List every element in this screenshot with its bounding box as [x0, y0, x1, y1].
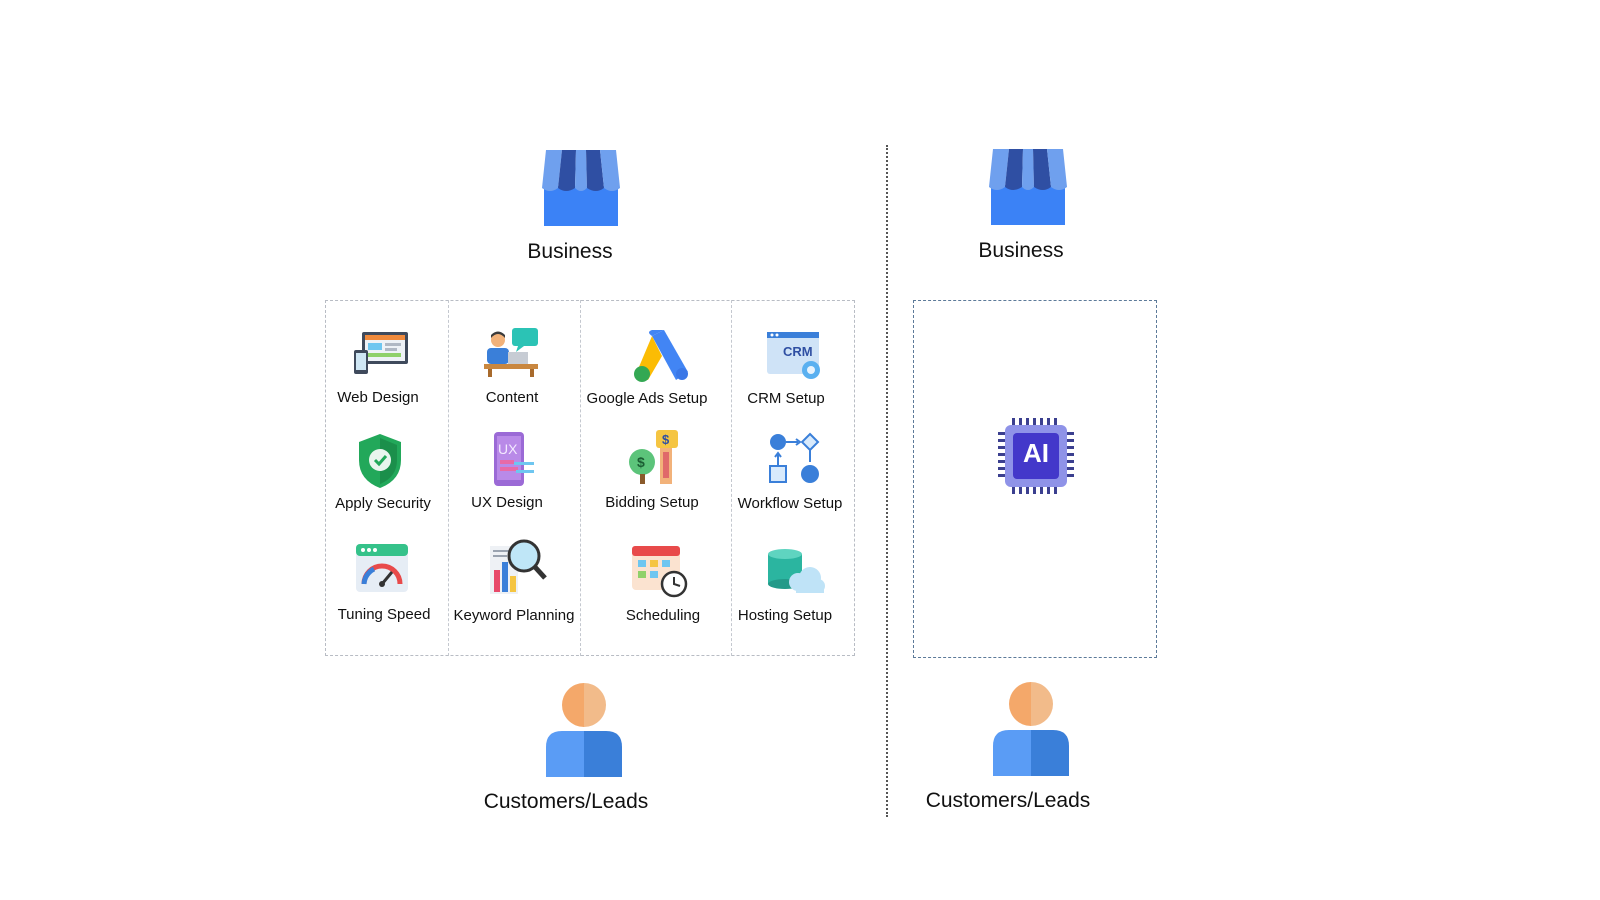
security-shield-icon — [359, 434, 401, 488]
content-writer-icon — [484, 328, 538, 377]
ai-chip-text: AI — [1023, 438, 1049, 468]
google-ads-icon — [634, 330, 688, 382]
services-grid — [325, 300, 855, 656]
grid-column-divider — [580, 300, 581, 656]
web-design-icon — [354, 332, 408, 374]
service-label: Keyword Planning — [453, 607, 575, 624]
grid-column-divider — [448, 300, 449, 656]
svg-text:$: $ — [637, 454, 645, 470]
store-icon — [542, 150, 620, 226]
service-label: Bidding Setup — [605, 494, 699, 511]
business-label-left: Business — [527, 240, 613, 263]
ai-box — [913, 300, 1157, 658]
bidding-icon: $ $ — [629, 430, 678, 484]
service-label: Content — [485, 389, 539, 406]
person-icon — [993, 682, 1069, 776]
service-label: UX Design — [471, 494, 543, 511]
service-label: Scheduling — [625, 607, 701, 624]
store-icon — [989, 149, 1067, 225]
service-label: Workflow Setup — [737, 495, 843, 512]
speed-gauge-icon — [356, 544, 408, 592]
keyword-search-icon — [490, 539, 547, 594]
person-icon — [546, 683, 622, 777]
svg-text:CRM: CRM — [783, 344, 813, 359]
panel-divider — [886, 145, 888, 817]
calendar-clock-icon — [632, 546, 688, 598]
service-label: CRM Setup — [747, 390, 825, 407]
service-label: Apply Security — [335, 495, 431, 512]
service-label: Web Design — [337, 389, 419, 406]
cloud-database-icon — [768, 549, 825, 593]
service-label: Tuning Speed — [337, 606, 431, 623]
ai-chip-icon — [998, 418, 1074, 494]
svg-text:$: $ — [662, 432, 670, 447]
customers-label-left: Customers/Leads — [483, 790, 649, 813]
crm-icon: CRM — [767, 332, 820, 379]
workflow-icon — [769, 432, 820, 483]
business-label-right: Business — [978, 239, 1064, 262]
service-label: Google Ads Setup — [586, 390, 708, 407]
svg-text:UX: UX — [498, 441, 518, 457]
customers-label-right: Customers/Leads — [925, 789, 1091, 812]
ux-design-icon: UX — [494, 432, 534, 486]
grid-column-divider — [731, 300, 732, 656]
service-label: Hosting Setup — [737, 607, 833, 624]
